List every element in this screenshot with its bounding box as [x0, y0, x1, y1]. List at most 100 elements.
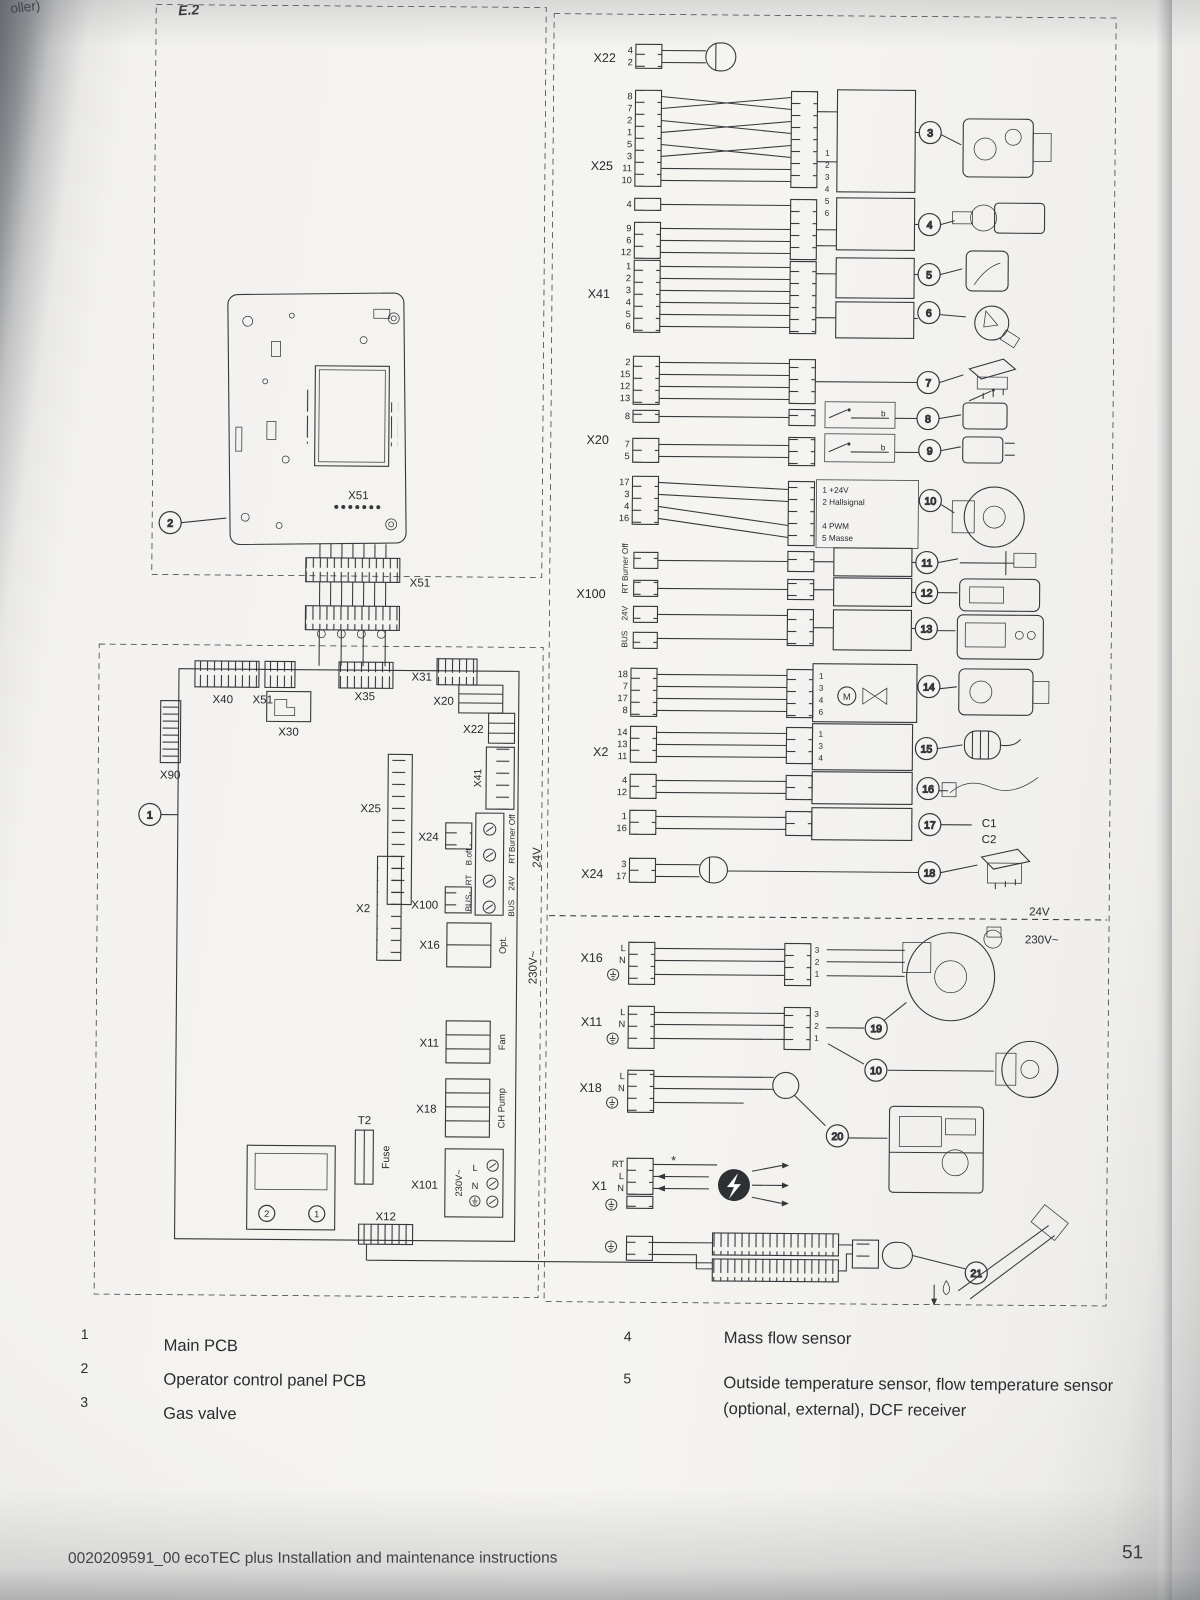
x24-label: X24	[581, 867, 603, 881]
legend-num: 5	[623, 1370, 632, 1387]
pin: 16	[616, 823, 626, 833]
x2-label: X2	[593, 745, 608, 759]
mass-flow-sensor-icon	[952, 202, 1046, 234]
pin: 2	[825, 161, 830, 170]
svg-text:1: 1	[147, 809, 153, 821]
pin: N	[618, 1083, 625, 1093]
callout-5: 5	[917, 262, 941, 287]
outside-sensor-icon	[965, 250, 1009, 292]
svg-text:18: 18	[924, 868, 936, 880]
svg-text:6: 6	[926, 308, 932, 320]
row-x41: X41 1 2 3 4 5 6 5 6	[588, 250, 1021, 349]
pump-icon	[902, 926, 1003, 1022]
pin: N	[617, 1183, 624, 1193]
callout-9: 9	[918, 438, 942, 463]
svg-text:15: 15	[921, 744, 933, 756]
legend-num: 4	[623, 1328, 632, 1345]
gas-valve-icon	[962, 118, 1052, 178]
pin: RT	[612, 1159, 625, 1169]
svg-text:10: 10	[870, 1065, 882, 1077]
pin: 13	[620, 393, 630, 403]
svg-text:230V~: 230V~	[454, 1169, 464, 1197]
svg-text:Opt.: Opt.	[498, 936, 508, 954]
x100-label: X100	[576, 587, 605, 601]
legend: 1 Main PCB 2 Operator control panel PCB …	[75, 1318, 1136, 1446]
dcf-receiver-icon	[974, 305, 1021, 349]
pin: 3	[627, 151, 632, 161]
pin: 1	[819, 672, 824, 681]
pressure-switch-icon	[962, 388, 1008, 430]
pin: L	[620, 1071, 625, 1081]
pin: 1	[814, 1034, 819, 1043]
callout-11: 11	[915, 550, 939, 575]
callout-4: 4	[917, 212, 942, 237]
footer-doc-title: 0020209591_00 ecoTEC plus Installation a…	[68, 1549, 558, 1567]
callout-18: 18	[917, 860, 942, 885]
ground-icon	[604, 1240, 618, 1253]
ground-icon	[606, 1096, 619, 1109]
svg-text:10: 10	[924, 496, 936, 508]
legend-num: 3	[80, 1393, 89, 1410]
pin: 2	[628, 57, 633, 67]
pin: 6	[626, 235, 631, 245]
svg-text:RT: RT	[507, 853, 516, 864]
x22-label: X22	[594, 51, 616, 65]
svg-text:Fan: Fan	[497, 1034, 507, 1050]
x31-label: X31	[411, 672, 432, 684]
pin: 3	[626, 285, 631, 295]
operator-panel-pcb: X51 2	[158, 292, 407, 546]
svg-text:L: L	[472, 1163, 477, 1173]
x51-main-label: X51	[252, 694, 273, 706]
legend-text: Operator control panel PCB	[163, 1370, 367, 1391]
svg-text:12: 12	[921, 588, 933, 600]
svg-text:3: 3	[927, 128, 933, 140]
callout-2: 2	[158, 511, 182, 535]
pin: 2	[814, 1022, 819, 1031]
c1-label: C1	[982, 818, 997, 830]
row-x11: X11 L N 3 2 1 19 10	[581, 926, 1059, 1098]
legend-num: 2	[80, 1359, 89, 1376]
ntc-plug-icon	[963, 730, 1021, 760]
pin: 4	[818, 754, 823, 763]
svg-text:9: 9	[927, 446, 933, 458]
legend-num: 1	[80, 1325, 89, 1342]
svg-text:B.off: B.off	[464, 848, 473, 865]
motor-label: M	[843, 692, 851, 702]
pin: L	[620, 1007, 625, 1017]
pin: L	[621, 943, 626, 953]
legend-text: Outside temperature sensor, flow tempera…	[723, 1373, 1114, 1420]
pin: 8	[625, 411, 630, 421]
svg-text:13: 13	[920, 624, 932, 636]
page-number: 51	[1122, 1542, 1144, 1564]
svg-text:b: b	[881, 443, 886, 452]
zone-24v: 24V	[531, 847, 543, 868]
svg-text:8: 8	[925, 414, 931, 426]
callout-6: 6	[917, 300, 941, 325]
ignition-electrode-icon	[931, 1204, 1069, 1306]
pin: 12	[617, 787, 627, 797]
row-x2: X2 18 7 17 8 1 3 4 6 M 14 14 13 1	[593, 663, 1050, 846]
svg-text:4: 4	[927, 220, 933, 232]
callout-17: 17	[918, 812, 942, 837]
region-frames	[93, 4, 1117, 1307]
label-24v: 24V	[1029, 906, 1050, 918]
pin: 8	[622, 705, 627, 715]
relay-24v-icon	[980, 848, 1031, 890]
svg-text:BUS: BUS	[507, 899, 516, 916]
pin: 17	[619, 477, 629, 487]
pin: 17	[616, 871, 626, 881]
pin: 1	[626, 261, 631, 271]
pin: N	[619, 955, 626, 965]
pin: 10	[621, 175, 631, 185]
callout-13: 13	[914, 616, 938, 641]
control-unit-icon	[956, 614, 1044, 660]
ground-icon	[607, 968, 620, 981]
pin: 4	[626, 297, 631, 307]
legend-text: Main PCB	[163, 1336, 239, 1356]
pin: 9	[626, 223, 631, 233]
pin: 7	[623, 681, 628, 691]
x25-main-label: X25	[360, 803, 381, 815]
x22-main-label: X22	[463, 724, 484, 736]
svg-text:20: 20	[831, 1131, 843, 1143]
